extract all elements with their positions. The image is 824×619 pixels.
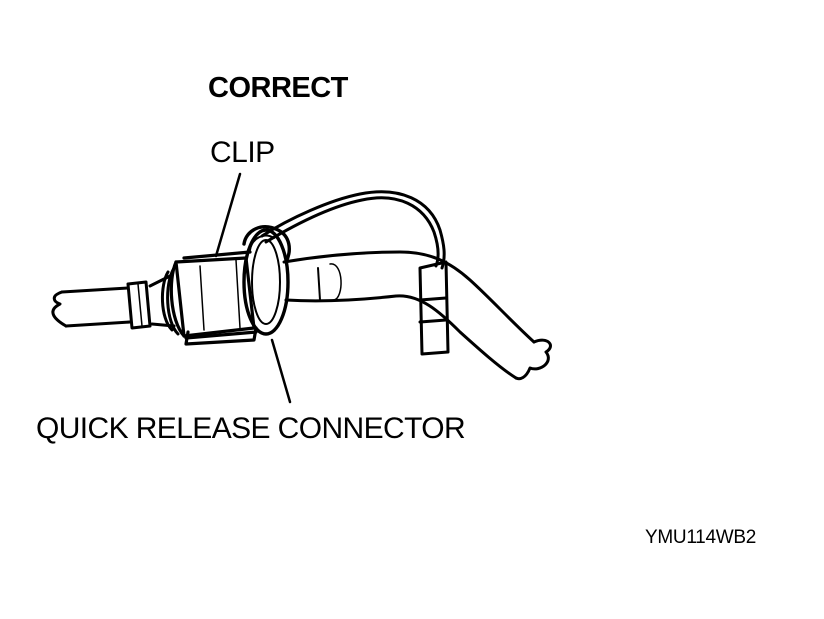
left-pipe: [51, 280, 152, 330]
clip-wire: [260, 190, 446, 270]
connector-leader-line: [270, 338, 292, 404]
connector-body: [169, 250, 258, 346]
quick-release-ring: [242, 225, 291, 336]
diagram-title: CORRECT: [208, 72, 348, 104]
quick-release-connector-label: QUICK RELEASE CONNECTOR: [36, 412, 466, 445]
connector-neck: [148, 266, 180, 336]
right-hose: [282, 250, 552, 381]
clip-leader-line: [214, 172, 242, 258]
retaining-tab: [418, 260, 450, 356]
leader-lines: [214, 172, 292, 404]
clip-label: CLIP: [210, 136, 275, 169]
figure-code: YMU114WB2: [645, 527, 756, 548]
